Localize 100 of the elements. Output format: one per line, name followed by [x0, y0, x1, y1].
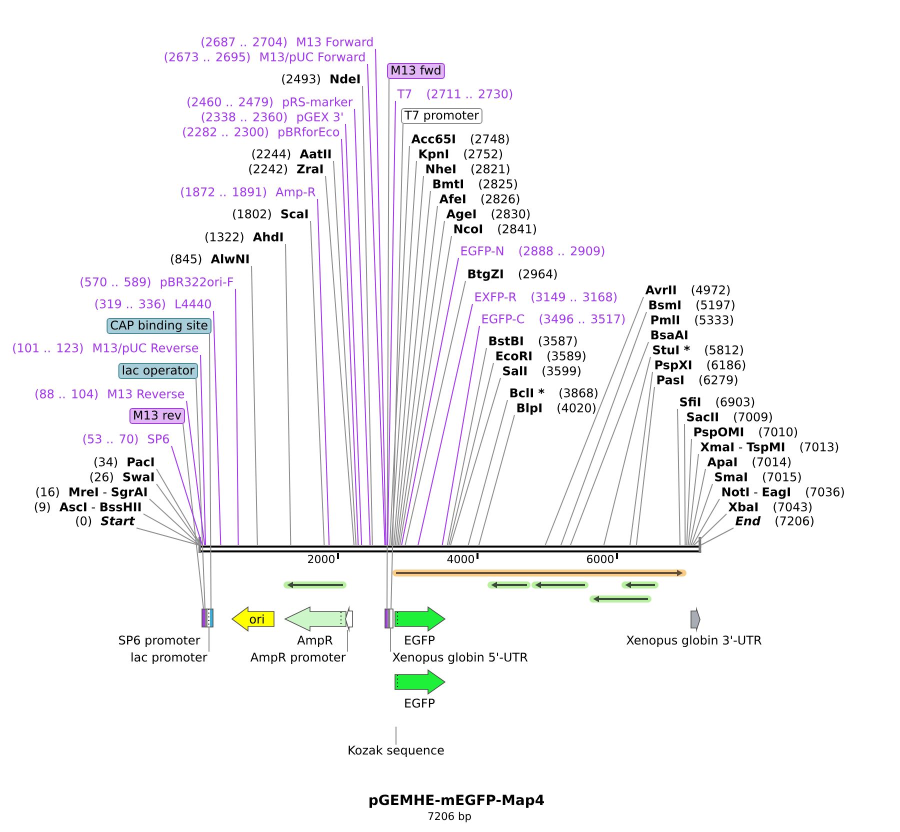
- leader-line: [570, 342, 649, 546]
- primer-label: (88 .. 104) M13 Reverse: [36, 389, 184, 400]
- leader-line: [544, 296, 644, 546]
- site-label: SalI (3599): [503, 366, 580, 377]
- leader-line: [700, 528, 734, 546]
- leader-line: [235, 288, 239, 546]
- leader-line: [251, 266, 258, 546]
- site-label: ApaI (7014): [707, 457, 791, 469]
- site-label: BtgZI (2964): [468, 269, 557, 281]
- site-label: (1802) ScaI: [233, 209, 308, 220]
- feature-label: AmpR promoter: [250, 652, 346, 664]
- leader-line: [401, 258, 459, 546]
- site-label: BclI * (3868): [510, 388, 598, 399]
- leader-line: [317, 198, 330, 546]
- leader-line: [478, 414, 515, 546]
- leader-line: [345, 124, 362, 546]
- feature-tag: M13 fwd: [387, 63, 445, 79]
- leader-line: [390, 124, 404, 610]
- leader-line: [390, 628, 391, 652]
- sequence-bar: [198, 537, 702, 553]
- leader-line: [694, 514, 727, 546]
- leader-line: [310, 220, 325, 546]
- leader-line: [367, 64, 386, 546]
- leader-line: [171, 446, 203, 546]
- primer-label: EGFP-N (2888 .. 2909): [461, 246, 604, 257]
- leader-line: [285, 244, 292, 546]
- site-label: (34) PacI: [94, 457, 154, 468]
- site-label: KpnI (2752): [419, 149, 502, 161]
- leader-line: [387, 100, 396, 546]
- leader-line: [375, 48, 386, 546]
- primer-label: EXFP-R (3149 .. 3168): [475, 292, 617, 303]
- site-label: SfiI (6903): [680, 397, 754, 408]
- scale-label: 6000: [587, 554, 614, 564]
- feature-block: [384, 608, 394, 628]
- site-label: PmlI (5333) BsaAI: [651, 315, 733, 340]
- leader-line: [156, 468, 202, 546]
- site-label: BsmI (5197): [649, 300, 734, 311]
- map-title: pGEMHE-mEGFP-Map4: [370, 794, 544, 808]
- leader-line: [446, 348, 487, 546]
- leader-line: [362, 86, 373, 546]
- leader-line: [684, 424, 686, 546]
- primer-label: T7 (2711 .. 2730): [397, 89, 512, 100]
- scale-label: 2000: [308, 554, 334, 564]
- leader-line: [341, 138, 359, 546]
- primer-label: (2282 .. 2300) pBRforEco: [183, 127, 340, 139]
- leader-line: [209, 334, 212, 610]
- leader-line: [196, 378, 206, 610]
- primer-label: (2687 .. 2704) M13 Forward: [202, 37, 373, 48]
- leader-line: [325, 176, 354, 546]
- site-label: AgeI (2830): [446, 209, 530, 221]
- site-label: End (7206): [736, 516, 814, 527]
- site-label: BmtI (2825): [433, 179, 517, 190]
- feature-label: EGFP: [405, 698, 435, 708]
- site-label: Acc65I (2748): [411, 134, 509, 145]
- leader-line: [389, 146, 410, 546]
- feature-tag: M13 rev: [129, 408, 185, 424]
- site-label: (2244) AatII: [252, 149, 331, 160]
- site-label: (26) SwaI: [90, 472, 154, 483]
- leader-line: [393, 176, 424, 546]
- feature-label: AmpR: [297, 636, 333, 647]
- leader-line: [200, 354, 206, 546]
- primer-label: (2673 .. 2695) M13/pUC Forward: [164, 52, 365, 64]
- leader-line: [398, 220, 445, 546]
- leader-line: [404, 280, 466, 546]
- gene-block: ori: [231, 606, 274, 632]
- site-label: NotI - EagI (7036): [722, 487, 844, 499]
- site-label: (0) Start: [76, 516, 136, 527]
- leader-line: [418, 304, 473, 546]
- site-label: SmaI (7015): [715, 472, 801, 483]
- site-label: StuI * (5812): [653, 345, 743, 356]
- feature-label: lac promoter: [132, 652, 208, 664]
- primer-label: (1872 .. 1891) Amp-R: [181, 187, 316, 199]
- leader-line: [690, 484, 713, 546]
- site-label: XbaI (7043): [728, 502, 812, 513]
- site-label: AvrII (4972): [645, 285, 730, 296]
- leader-line: [636, 386, 655, 546]
- site-label: (1322) AhdI: [205, 232, 283, 243]
- site-label: EcoRI (3589): [496, 351, 586, 362]
- primer-label: (2338 .. 2360) pGEX 3': [202, 112, 343, 124]
- primer-label: EGFP-C (3496 .. 3517): [482, 314, 625, 325]
- leader-line: [442, 326, 480, 546]
- leader-line: [686, 438, 692, 546]
- leader-line: [149, 498, 200, 546]
- site-label: NcoI (2841): [454, 224, 536, 235]
- leader-line: [677, 408, 680, 546]
- primer-label: (570 .. 589) pBR322ori-F: [80, 277, 234, 289]
- site-label: BstBI (3587): [489, 336, 577, 347]
- leader-line: [560, 312, 647, 546]
- map-caption: 7206 bp: [428, 812, 471, 822]
- leader-line: [182, 424, 204, 610]
- site-label: (16) MreI - SgrAI: [36, 487, 147, 499]
- feature-tag: lac operator: [118, 363, 198, 379]
- feature-label: Kozak sequence: [348, 745, 444, 757]
- feature-label: SP6 promoter: [119, 636, 200, 647]
- primer-label: (319 .. 336) L4440: [95, 299, 211, 310]
- leader-line: [136, 528, 199, 546]
- gene-block: [345, 605, 353, 633]
- site-label: SacII (7009): [687, 412, 772, 423]
- leader-line: [347, 630, 348, 652]
- leader-line: [692, 498, 720, 546]
